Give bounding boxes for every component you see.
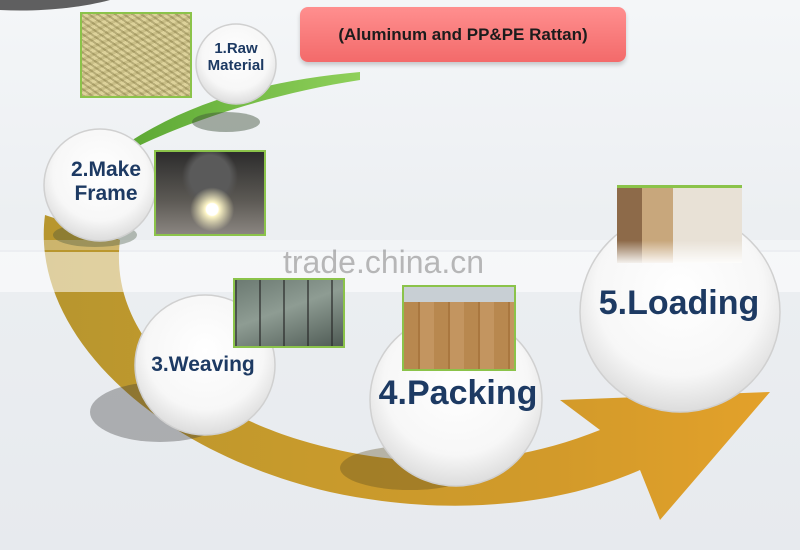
weaving-photo: weaving-photo — [233, 278, 345, 348]
make-frame-photo: welding-photo — [154, 150, 266, 236]
step-packing-label: 4.Packing — [378, 374, 538, 412]
loading-photo: container-loading-photo — [617, 185, 742, 263]
step-loading-label: 5.Loading — [598, 284, 760, 322]
flow-arrow — [43, 215, 771, 520]
step-weaving-label: 3.Weaving — [151, 353, 255, 376]
raw-material-photo: rattan-coil-photo — [80, 12, 192, 98]
green-swoosh — [70, 72, 360, 190]
watermark: trade.china.cn — [283, 244, 485, 280]
bubble-raw-material — [195, 23, 277, 105]
packing-photo: packed-cartons-photo — [402, 285, 516, 371]
title-banner: (Aluminum and PP&PE Rattan) — [300, 7, 626, 62]
